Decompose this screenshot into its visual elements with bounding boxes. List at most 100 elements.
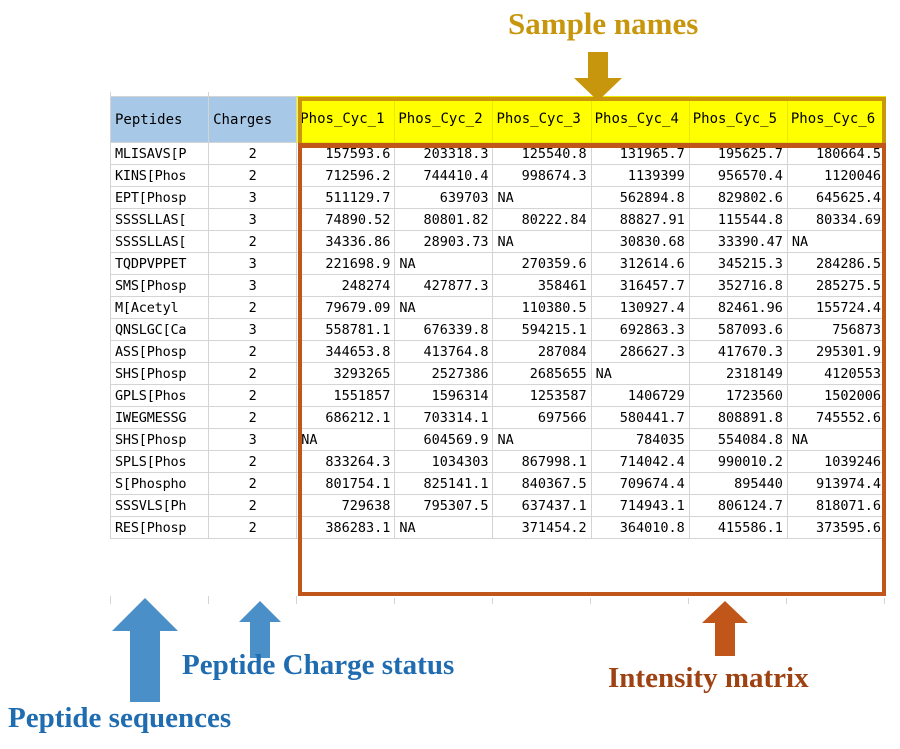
cell-intensity[interactable]: 1139399 [590, 164, 690, 187]
cell-intensity[interactable]: NA [296, 428, 396, 451]
cell-intensity[interactable]: 316457.7 [590, 274, 690, 297]
cell-intensity[interactable]: 427877.3 [394, 274, 494, 297]
column-header-sample-3[interactable]: Phos_Cyc_3 [492, 96, 592, 143]
cell-intensity[interactable]: 645625.4 [786, 186, 887, 209]
column-header-sample-5[interactable]: Phos_Cyc_5 [688, 96, 788, 143]
cell-peptide[interactable]: SHS[Phosp [109, 428, 210, 451]
cell-intensity[interactable]: 285275.5 [786, 274, 887, 297]
cell-intensity[interactable]: 729638 [296, 494, 396, 517]
cell-charge[interactable]: 2 [208, 142, 298, 165]
cell-intensity[interactable]: 2527386 [394, 362, 494, 385]
cell-peptide[interactable]: KINS[Phos [109, 164, 210, 187]
cell-charge[interactable]: 2 [208, 230, 298, 253]
cell-intensity[interactable]: 833264.3 [296, 450, 396, 473]
cell-intensity[interactable]: 604569.9 [394, 428, 494, 451]
column-header-sample-6[interactable]: Phos_Cyc_6 [786, 96, 887, 143]
cell-intensity[interactable]: 744410.4 [394, 164, 494, 187]
cell-intensity[interactable]: NA [590, 362, 690, 385]
column-header-sample-1[interactable]: Phos_Cyc_1 [296, 96, 396, 143]
cell-peptide[interactable]: IWEGMESSG [109, 406, 210, 429]
cell-intensity[interactable]: 1120046 [786, 164, 887, 187]
cell-intensity[interactable]: NA [786, 230, 887, 253]
cell-peptide[interactable]: GPLS[Phos [109, 384, 210, 407]
cell-peptide[interactable]: M[Acetyl [109, 296, 210, 319]
cell-charge[interactable]: 3 [208, 208, 298, 231]
cell-intensity[interactable]: 74890.52 [296, 208, 396, 231]
cell-peptide[interactable]: SPLS[Phos [109, 450, 210, 473]
cell-intensity[interactable]: 808891.8 [688, 406, 788, 429]
cell-intensity[interactable]: 745552.6 [786, 406, 887, 429]
cell-intensity[interactable]: 79679.09 [296, 296, 396, 319]
cell-intensity[interactable]: 686212.1 [296, 406, 396, 429]
cell-intensity[interactable]: 692863.3 [590, 318, 690, 341]
column-header-sample-4[interactable]: Phos_Cyc_4 [590, 96, 690, 143]
cell-intensity[interactable]: 270359.6 [492, 252, 592, 275]
cell-intensity[interactable]: 840367.5 [492, 472, 592, 495]
cell-intensity[interactable]: 88827.91 [590, 208, 690, 231]
cell-intensity[interactable]: 990010.2 [688, 450, 788, 473]
cell-intensity[interactable]: NA [786, 428, 887, 451]
cell-intensity[interactable]: 587093.6 [688, 318, 788, 341]
cell-intensity[interactable]: 558781.1 [296, 318, 396, 341]
cell-peptide[interactable]: SSSSLLAS[ [109, 230, 210, 253]
cell-intensity[interactable]: 1034303 [394, 450, 494, 473]
cell-charge[interactable]: 2 [208, 516, 298, 539]
cell-intensity[interactable]: 364010.8 [590, 516, 690, 539]
cell-intensity[interactable]: 825141.1 [394, 472, 494, 495]
cell-intensity[interactable]: NA [492, 428, 592, 451]
cell-charge[interactable]: 2 [208, 340, 298, 363]
cell-intensity[interactable]: 386283.1 [296, 516, 396, 539]
cell-intensity[interactable]: 345215.3 [688, 252, 788, 275]
cell-intensity[interactable]: 580441.7 [590, 406, 690, 429]
cell-intensity[interactable]: 829802.6 [688, 186, 788, 209]
cell-intensity[interactable]: 287084 [492, 340, 592, 363]
column-header-sample-2[interactable]: Phos_Cyc_2 [394, 96, 494, 143]
cell-intensity[interactable]: NA [492, 230, 592, 253]
cell-intensity[interactable]: 956570.4 [688, 164, 788, 187]
cell-intensity[interactable]: 1253587 [492, 384, 592, 407]
cell-intensity[interactable]: 714943.1 [590, 494, 690, 517]
cell-intensity[interactable]: 709674.4 [590, 472, 690, 495]
cell-intensity[interactable]: 295301.9 [786, 340, 887, 363]
peptide-intensity-table[interactable]: Peptides Charges Phos_Cyc_1 Phos_Cyc_2 P… [109, 96, 887, 539]
cell-intensity[interactable]: 703314.1 [394, 406, 494, 429]
cell-intensity[interactable]: 806124.7 [688, 494, 788, 517]
cell-intensity[interactable]: 3293265 [296, 362, 396, 385]
cell-intensity[interactable]: 4120553 [786, 362, 887, 385]
cell-charge[interactable]: 2 [208, 296, 298, 319]
cell-peptide[interactable]: QNSLGC[Ca [109, 318, 210, 341]
cell-intensity[interactable]: 637437.1 [492, 494, 592, 517]
cell-peptide[interactable]: SHS[Phosp [109, 362, 210, 385]
cell-intensity[interactable]: 180664.5 [786, 142, 887, 165]
cell-intensity[interactable]: 286627.3 [590, 340, 690, 363]
cell-peptide[interactable]: S[Phospho [109, 472, 210, 495]
cell-charge[interactable]: 3 [208, 274, 298, 297]
cell-intensity[interactable]: 818071.6 [786, 494, 887, 517]
cell-intensity[interactable]: 371454.2 [492, 516, 592, 539]
cell-charge[interactable]: 2 [208, 384, 298, 407]
cell-intensity[interactable]: 913974.4 [786, 472, 887, 495]
cell-intensity[interactable]: 413764.8 [394, 340, 494, 363]
cell-charge[interactable]: 2 [208, 494, 298, 517]
cell-intensity[interactable]: 80222.84 [492, 208, 592, 231]
cell-intensity[interactable]: 895440 [688, 472, 788, 495]
cell-peptide[interactable]: EPT[Phosp [109, 186, 210, 209]
cell-intensity[interactable]: 712596.2 [296, 164, 396, 187]
cell-intensity[interactable]: 284286.5 [786, 252, 887, 275]
cell-intensity[interactable]: 2318149 [688, 362, 788, 385]
column-header-peptides[interactable]: Peptides [109, 96, 210, 143]
